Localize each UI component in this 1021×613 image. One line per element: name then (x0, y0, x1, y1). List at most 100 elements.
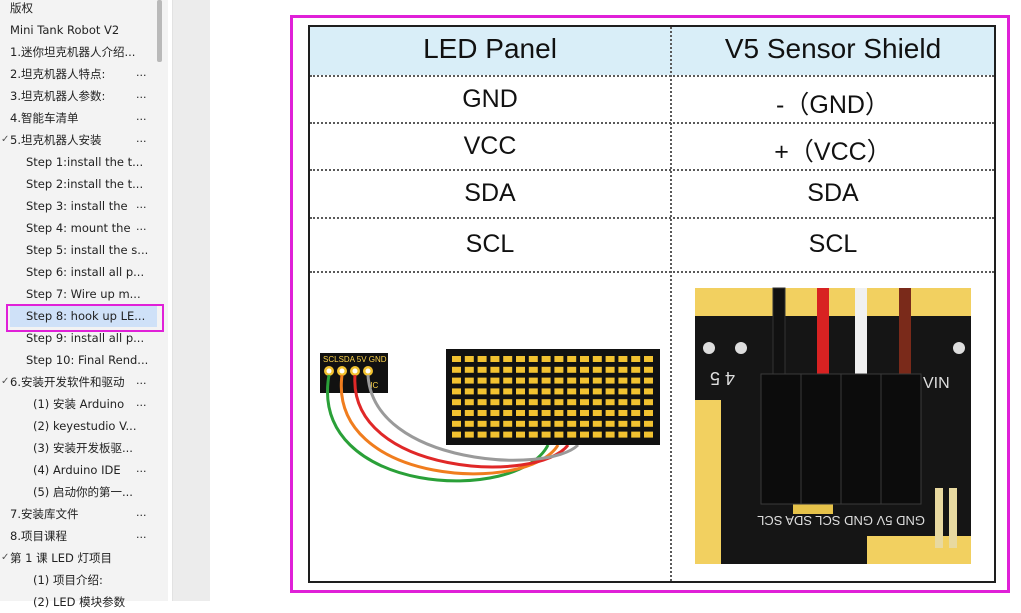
sidebar-scrollbar-track[interactable] (157, 0, 162, 601)
outline-item[interactable]: Step 10: Final Rend... (0, 349, 158, 371)
header-v5-sensor-shield: V5 Sensor Shield (724, 33, 942, 64)
led-dot (490, 356, 500, 362)
led-dot (490, 431, 500, 438)
outline-item-label: Step 10: Final Rend... (26, 353, 149, 367)
outline-item[interactable]: ✓第 1 课 LED 灯项目 (0, 547, 158, 569)
expand-chevron-icon[interactable]: ✓ (1, 134, 10, 145)
led-dot (477, 366, 487, 373)
outline-item[interactable]: (5) 启动你的第一... (0, 481, 158, 503)
led-dot (477, 420, 487, 427)
outline-item[interactable]: ✓6.安装开发软件和驱动... (0, 371, 158, 393)
led-dot (452, 420, 461, 427)
led-dot (631, 420, 641, 427)
led-dot (554, 377, 564, 384)
led-dot (554, 388, 564, 395)
led-dot (541, 388, 551, 395)
outline-item[interactable]: Step 7: Wire up m... (0, 283, 158, 305)
led-dot (541, 366, 551, 373)
outline-item[interactable]: Step 9: install all p... (0, 327, 158, 349)
led-dot (644, 410, 653, 416)
outline-item-label: 7.安装库文件 (10, 507, 79, 521)
outline-item[interactable]: (4) Arduino IDE... (0, 459, 158, 481)
sidebar-scrollbar-thumb[interactable] (157, 0, 162, 62)
outline-item-ellipsis: ... (136, 506, 147, 519)
led-dot (464, 356, 474, 362)
selected-item-highlight-box (6, 304, 164, 332)
outline-item-label: (3) 安装开发板驱... (33, 441, 133, 455)
led-dot (528, 377, 538, 384)
outline-item-label: (2) keyestudio V... (33, 419, 137, 433)
outline-item[interactable]: Step 6: install all p... (0, 261, 158, 283)
outline-item[interactable]: (2) LED 模块参数 (0, 591, 158, 613)
led-dot (464, 366, 474, 373)
outline-item[interactable]: 版权 (0, 0, 158, 19)
outline-item-label: Step 9: install all p... (26, 331, 145, 345)
expand-chevron-icon[interactable]: ✓ (1, 552, 10, 563)
outline-item[interactable]: (3) 安装开发板驱... (0, 437, 158, 459)
led-dot (477, 410, 487, 416)
led-dot (580, 410, 589, 416)
led-panel-wiring-illustration: SCLSDA 5V GND IIC (320, 349, 660, 483)
led-dot (541, 431, 551, 438)
row-divider (310, 217, 994, 219)
outline-item[interactable]: ✓5.坦克机器人安装... (0, 129, 158, 151)
led-dot (554, 366, 564, 373)
led-dot (580, 377, 589, 384)
led-dot (631, 431, 641, 438)
wire-grey (366, 374, 580, 462)
outline-item[interactable]: Mini Tank Robot V2 (0, 19, 158, 41)
selected-item-background (10, 306, 162, 327)
led-dot (618, 420, 628, 427)
led-dot (490, 399, 500, 406)
led-dot (644, 377, 653, 384)
expand-chevron-icon[interactable]: ✓ (1, 376, 10, 387)
shield-pin-label: GND 5V GND SCL SDA SCL (757, 513, 925, 528)
outline-item[interactable]: 3.坦克机器人参数:... (0, 85, 158, 107)
outline-item[interactable]: 7.安装库文件... (0, 503, 158, 525)
outline-item-label: (4) Arduino IDE (33, 463, 121, 477)
outline-item[interactable]: Step 3: install the... (0, 195, 158, 217)
outline-item-ellipsis: ... (136, 528, 147, 541)
outline-item[interactable]: Step 5: install the s... (0, 239, 158, 261)
outline-item[interactable]: Step 4: mount the... (0, 217, 158, 239)
led-dot (528, 399, 538, 406)
outline-item-ellipsis: ... (136, 462, 147, 475)
outline-item-label: (5) 启动你的第一... (33, 485, 133, 499)
row-divider (310, 75, 994, 77)
outline-item[interactable]: (2) keyestudio V... (0, 415, 158, 437)
led-dot (618, 377, 628, 384)
led-dot (592, 356, 602, 362)
cell-shield-vcc: +（VCC） (774, 138, 892, 166)
led-dot (554, 356, 564, 362)
led-matrix-panel (446, 349, 660, 445)
outline-item-ellipsis: ... (136, 110, 147, 123)
outline-item-label: 8.项目课程 (10, 529, 67, 543)
led-dot (503, 431, 513, 438)
outline-item[interactable]: (1) 项目介绍: (0, 569, 158, 591)
outline-item[interactable]: Step 2:install the t... (0, 173, 158, 195)
outline-item[interactable]: 8.项目课程... (0, 525, 158, 547)
outline-item-label: Step 7: Wire up m... (26, 287, 141, 301)
outline-item-label: (2) LED 模块参数 (33, 595, 126, 609)
outline-item-label: 2.坦克机器人特点: (10, 67, 106, 81)
outline-item[interactable]: 1.迷你坦克机器人介绍... (0, 41, 158, 63)
row-divider (310, 271, 994, 273)
led-dot (580, 399, 589, 406)
led-dot (644, 388, 653, 395)
outline-item[interactable]: 4.智能车清单... (0, 107, 158, 129)
led-dot (554, 420, 564, 427)
outline-item-label: (1) 项目介绍: (33, 573, 103, 587)
led-dot (490, 420, 500, 427)
led-dot (528, 356, 538, 362)
outline-item[interactable]: (1) 安装 Arduino... (0, 393, 158, 415)
outline-item[interactable]: Step 1:install the t... (0, 151, 158, 173)
led-dot (592, 366, 602, 373)
led-dot (567, 431, 577, 438)
row-divider (310, 122, 994, 124)
outline-item[interactable]: 2.坦克机器人特点:... (0, 63, 158, 85)
outline-item-label: Step 4: mount the (26, 221, 131, 235)
cell-shield-sda: SDA (807, 179, 859, 207)
outline-item-label: Step 8: hook up LE... (26, 309, 146, 323)
outline-item[interactable]: Step 8: hook up LE... (0, 305, 162, 327)
outline-item-label: Step 3: install the (26, 199, 128, 213)
